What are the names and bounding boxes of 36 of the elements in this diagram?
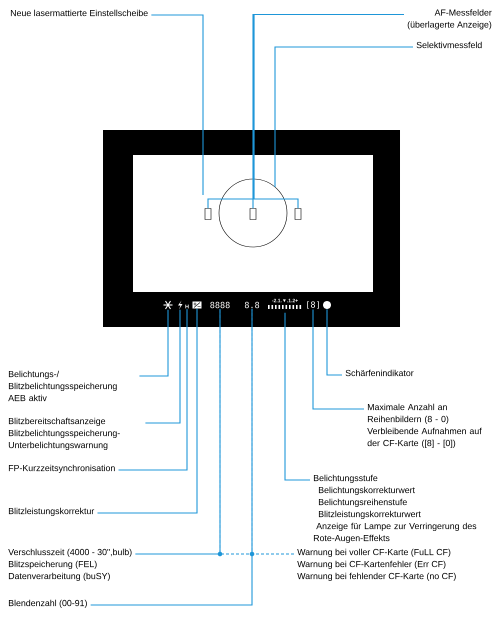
leader-line — [284, 312, 310, 481]
callout-text: Verschlusszeit (4000 - 30",bulb) Blitzspeicherung (FEL) Datenverarbeitung (buSY) — [8, 548, 132, 581]
focus-indicator-dot — [323, 301, 331, 309]
leader-line — [312, 310, 364, 410]
flash-symbol — [178, 300, 182, 310]
lcd-digits: 8888 — [210, 302, 230, 308]
leader-line — [90, 308, 253, 606]
callout-text: Maximale Anzahl an Reihenbildern (8 - 0) Verbleibende Aufnahmen auf der CF-Karte ([8] - [0]) — [367, 404, 482, 448]
callout-text: Selektivmessfeld — [416, 42, 482, 48]
focusing-screen — [133, 155, 373, 292]
leader-line — [151, 14, 204, 195]
exposure-compensation-symbol — [192, 302, 202, 308]
callout-text: Blendenzahl (00-91) — [8, 600, 87, 608]
spot-metering-circle — [218, 178, 288, 248]
leader-line — [97, 308, 198, 514]
callout-text: Belichtungsstufe Belichtungskorrekturwert Belichtungsreihenstufe Blitzleistungskorrekturwert Anzeige für Lampe zur Verringerung des Rote-Augen-Effekts — [314, 474, 476, 543]
lcd-digits: 8.8 — [244, 302, 260, 308]
leader-line — [135, 308, 221, 555]
leader-line — [145, 310, 181, 424]
callout-text: Warnung bei voller CF-Karte (FuLL CF) Warnung bei CF-Kartenfehler (Err CF) Warnung bei fehlender CF-Karte (no CF) — [297, 548, 456, 581]
callout-text: Neue lasermattierte Einstellscheibe — [10, 10, 148, 16]
callout-text: FP-Kurzzeitsynchronisation — [8, 464, 115, 473]
callout-text: AF-Messfelder (überlagerte Anzeige) — [408, 9, 492, 30]
asterisk-symbol — [164, 300, 172, 310]
lcd-digits: [8] — [307, 301, 319, 309]
callout-text: Schärfenindikator — [346, 370, 414, 376]
af-point — [250, 208, 256, 220]
leader-line — [139, 310, 169, 377]
leader-line — [326, 309, 342, 376]
af-point — [294, 208, 302, 220]
af-point — [204, 208, 212, 220]
callout-text: Belichtungs-/ Blitzbelichtungsspeicherung AEB aktiv — [8, 370, 117, 402]
callout-text: Blitzbereitschaftsanzeige Blitzbelichtungsspeicherung- Unterbelichtungswarnung — [8, 418, 120, 450]
callout-text: Blitzleistungskorrektur — [8, 508, 94, 516]
leader-line — [274, 46, 413, 187]
leader-line — [118, 309, 188, 471]
